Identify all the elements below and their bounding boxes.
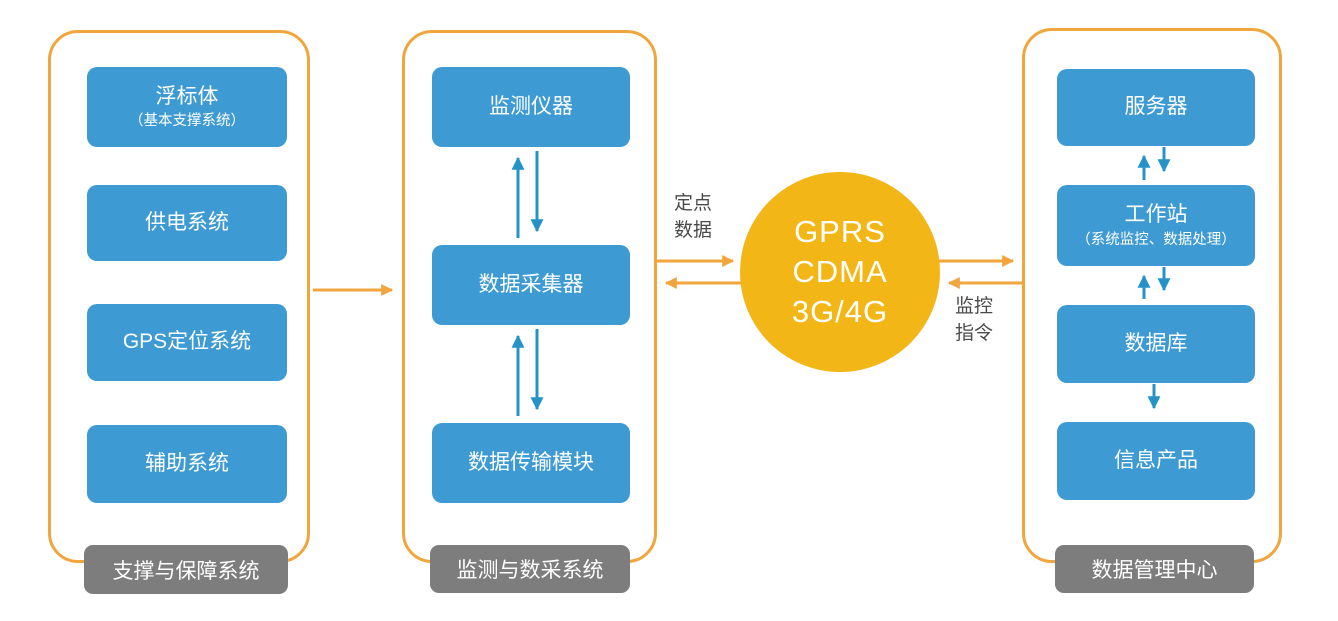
flow-label-monitor-cmd-line1: 监控	[955, 296, 994, 317]
node-workstation-label: 工作站	[1124, 203, 1188, 227]
group-support-system: 浮标体 （基本支撑系统） 供电系统 GPS定位系统 辅助系统 支撑与保障系统	[48, 30, 310, 594]
node-data-collector-label: 数据采集器	[478, 272, 584, 296]
group-support-system-title: 支撑与保障系统	[84, 545, 288, 594]
node-monitor-instrument: 监测仪器	[432, 67, 630, 147]
network-hub-circle: GPRS CDMA 3G/4G	[740, 172, 940, 372]
group-data-center: 服务器 工作站 （系统监控、数据处理） 数据库 信息产品 数据管理中心	[1022, 28, 1282, 593]
node-data-collector: 数据采集器	[432, 245, 630, 325]
flow-label-fixed-data-line1: 定点	[674, 193, 713, 214]
node-gps-system: GPS定位系统	[87, 304, 287, 381]
node-gps-system-label: GPS定位系统	[122, 330, 252, 354]
node-power-system-label: 供电系统	[145, 210, 229, 234]
node-data-transmit-module: 数据传输模块	[432, 423, 630, 503]
node-monitor-instrument-label: 监测仪器	[489, 94, 573, 118]
node-auxiliary-system: 辅助系统	[87, 425, 287, 503]
flow-label-fixed-data-line2: 数据	[674, 220, 713, 241]
node-info-product: 信息产品	[1057, 422, 1255, 500]
node-server-label: 服务器	[1124, 95, 1188, 119]
node-database: 数据库	[1057, 305, 1255, 383]
node-buoy-body-label: 浮标体	[155, 84, 219, 108]
hub-line-cdma: CDMA	[792, 254, 888, 289]
hub-line-3g4g: 3G/4G	[791, 294, 889, 329]
group-data-center-title: 数据管理中心	[1055, 545, 1254, 593]
node-power-system: 供电系统	[87, 185, 287, 261]
node-database-label: 数据库	[1124, 331, 1188, 355]
node-auxiliary-system-label: 辅助系统	[145, 451, 229, 475]
node-buoy-body-sublabel: （基本支撑系统）	[129, 113, 245, 130]
node-server: 服务器	[1057, 69, 1255, 146]
node-data-transmit-module-label: 数据传输模块	[468, 450, 594, 474]
node-buoy-body: 浮标体 （基本支撑系统）	[87, 67, 287, 147]
flow-label-monitor-cmd-line2: 指令	[955, 323, 994, 344]
group-monitor-system: 监测仪器 数据采集器 数据传输模块 监测与数采系统	[402, 30, 657, 593]
flow-label-monitor-cmd: 监控 指令	[955, 293, 993, 347]
flow-label-fixed-data: 定点 数据	[674, 190, 712, 244]
hub-line-gprs: GPRS	[794, 214, 886, 249]
node-workstation: 工作站 （系统监控、数据处理）	[1057, 185, 1255, 266]
node-info-product-label: 信息产品	[1114, 448, 1198, 472]
node-workstation-sublabel: （系统监控、数据处理）	[1076, 231, 1236, 248]
group-monitor-system-title: 监测与数采系统	[430, 545, 630, 593]
